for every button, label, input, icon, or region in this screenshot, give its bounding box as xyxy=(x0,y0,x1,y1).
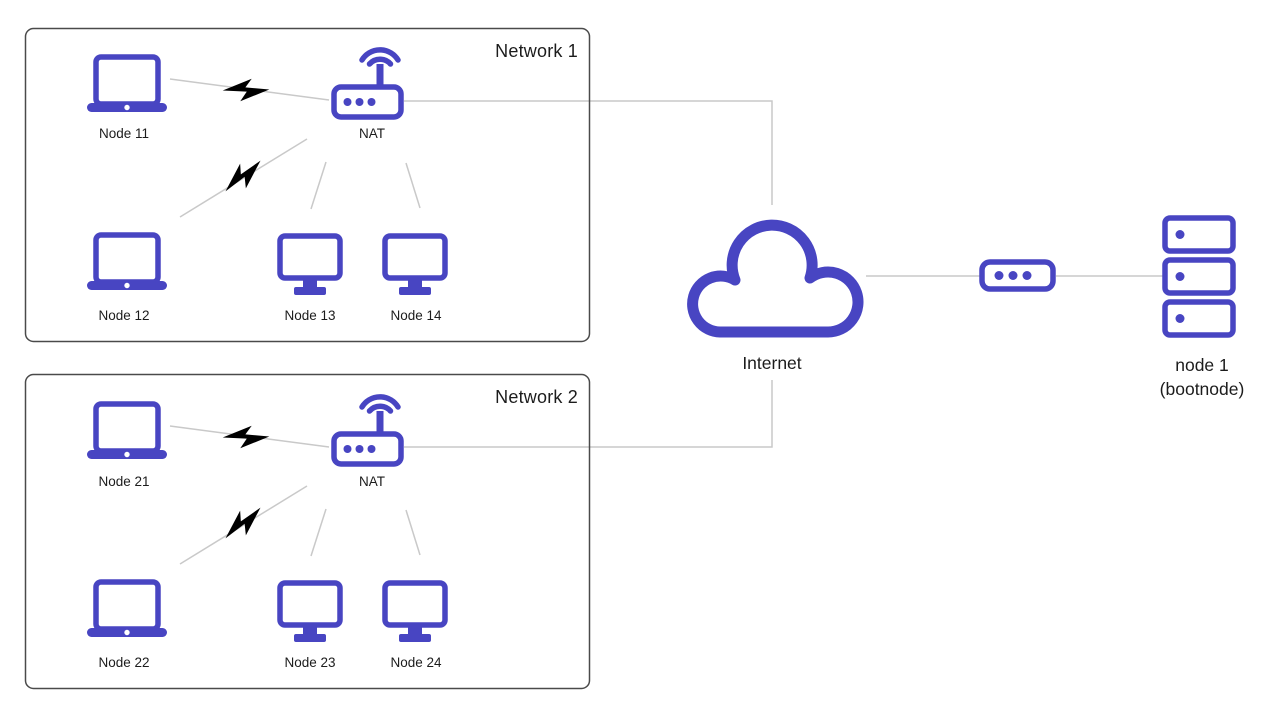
monitor-icon xyxy=(385,583,445,642)
link-nat-node23 xyxy=(310,508,327,557)
lightning-bolt-icon xyxy=(221,74,271,106)
link-nat-node14 xyxy=(405,162,421,209)
network1-title: Network 1 xyxy=(495,41,578,61)
internet-label: Internet xyxy=(742,353,801,373)
link-node12-nat xyxy=(179,138,308,218)
monitor-icon xyxy=(280,236,340,295)
nat2-label: NAT xyxy=(359,474,385,489)
link-nat2-internet xyxy=(404,380,773,448)
node22-label: Node 22 xyxy=(98,655,149,670)
node23-label: Node 23 xyxy=(284,655,335,670)
network2-box xyxy=(24,373,591,690)
network2-group: Network 2 Node 21 NAT Node 22 Node 23 No… xyxy=(24,373,591,690)
node14-label: Node 14 xyxy=(390,308,442,323)
bootnode-group: node 1 (bootnode) xyxy=(982,218,1244,399)
node11-label: Node 11 xyxy=(99,126,149,141)
monitor-icon xyxy=(280,583,340,642)
node21-label: Node 21 xyxy=(98,474,149,489)
bootnode-label-line2: (bootnode) xyxy=(1160,379,1245,399)
laptop-icon xyxy=(87,404,167,459)
lightning-bolt-icon xyxy=(221,421,271,453)
node12-label: Node 12 xyxy=(98,308,149,323)
laptop-icon xyxy=(87,582,167,637)
node24-label: Node 24 xyxy=(390,655,442,670)
internet-group: Internet xyxy=(687,219,864,373)
link-node22-nat xyxy=(179,485,308,565)
network2-title: Network 2 xyxy=(495,387,578,407)
server-stack-icon xyxy=(1165,218,1233,335)
link-nat1-internet xyxy=(404,100,773,205)
lightning-bolt-icon xyxy=(217,153,269,199)
network1-group: Network 1 Node 11 NAT Node 12 Node 13 No… xyxy=(24,27,591,343)
bootnode-label-line1: node 1 xyxy=(1175,355,1229,375)
wifi-router-icon xyxy=(334,397,401,464)
link-nat-node13 xyxy=(310,161,327,210)
laptop-icon xyxy=(87,235,167,290)
switch-icon xyxy=(982,262,1053,289)
cloud-icon xyxy=(687,219,864,338)
lightning-bolt-icon xyxy=(217,500,269,546)
monitor-icon xyxy=(385,236,445,295)
node13-label: Node 13 xyxy=(284,308,335,323)
wifi-router-icon xyxy=(334,50,401,117)
link-nat-node24 xyxy=(405,509,421,556)
laptop-icon xyxy=(87,57,167,112)
nat1-label: NAT xyxy=(359,126,385,141)
network1-box xyxy=(24,27,591,343)
